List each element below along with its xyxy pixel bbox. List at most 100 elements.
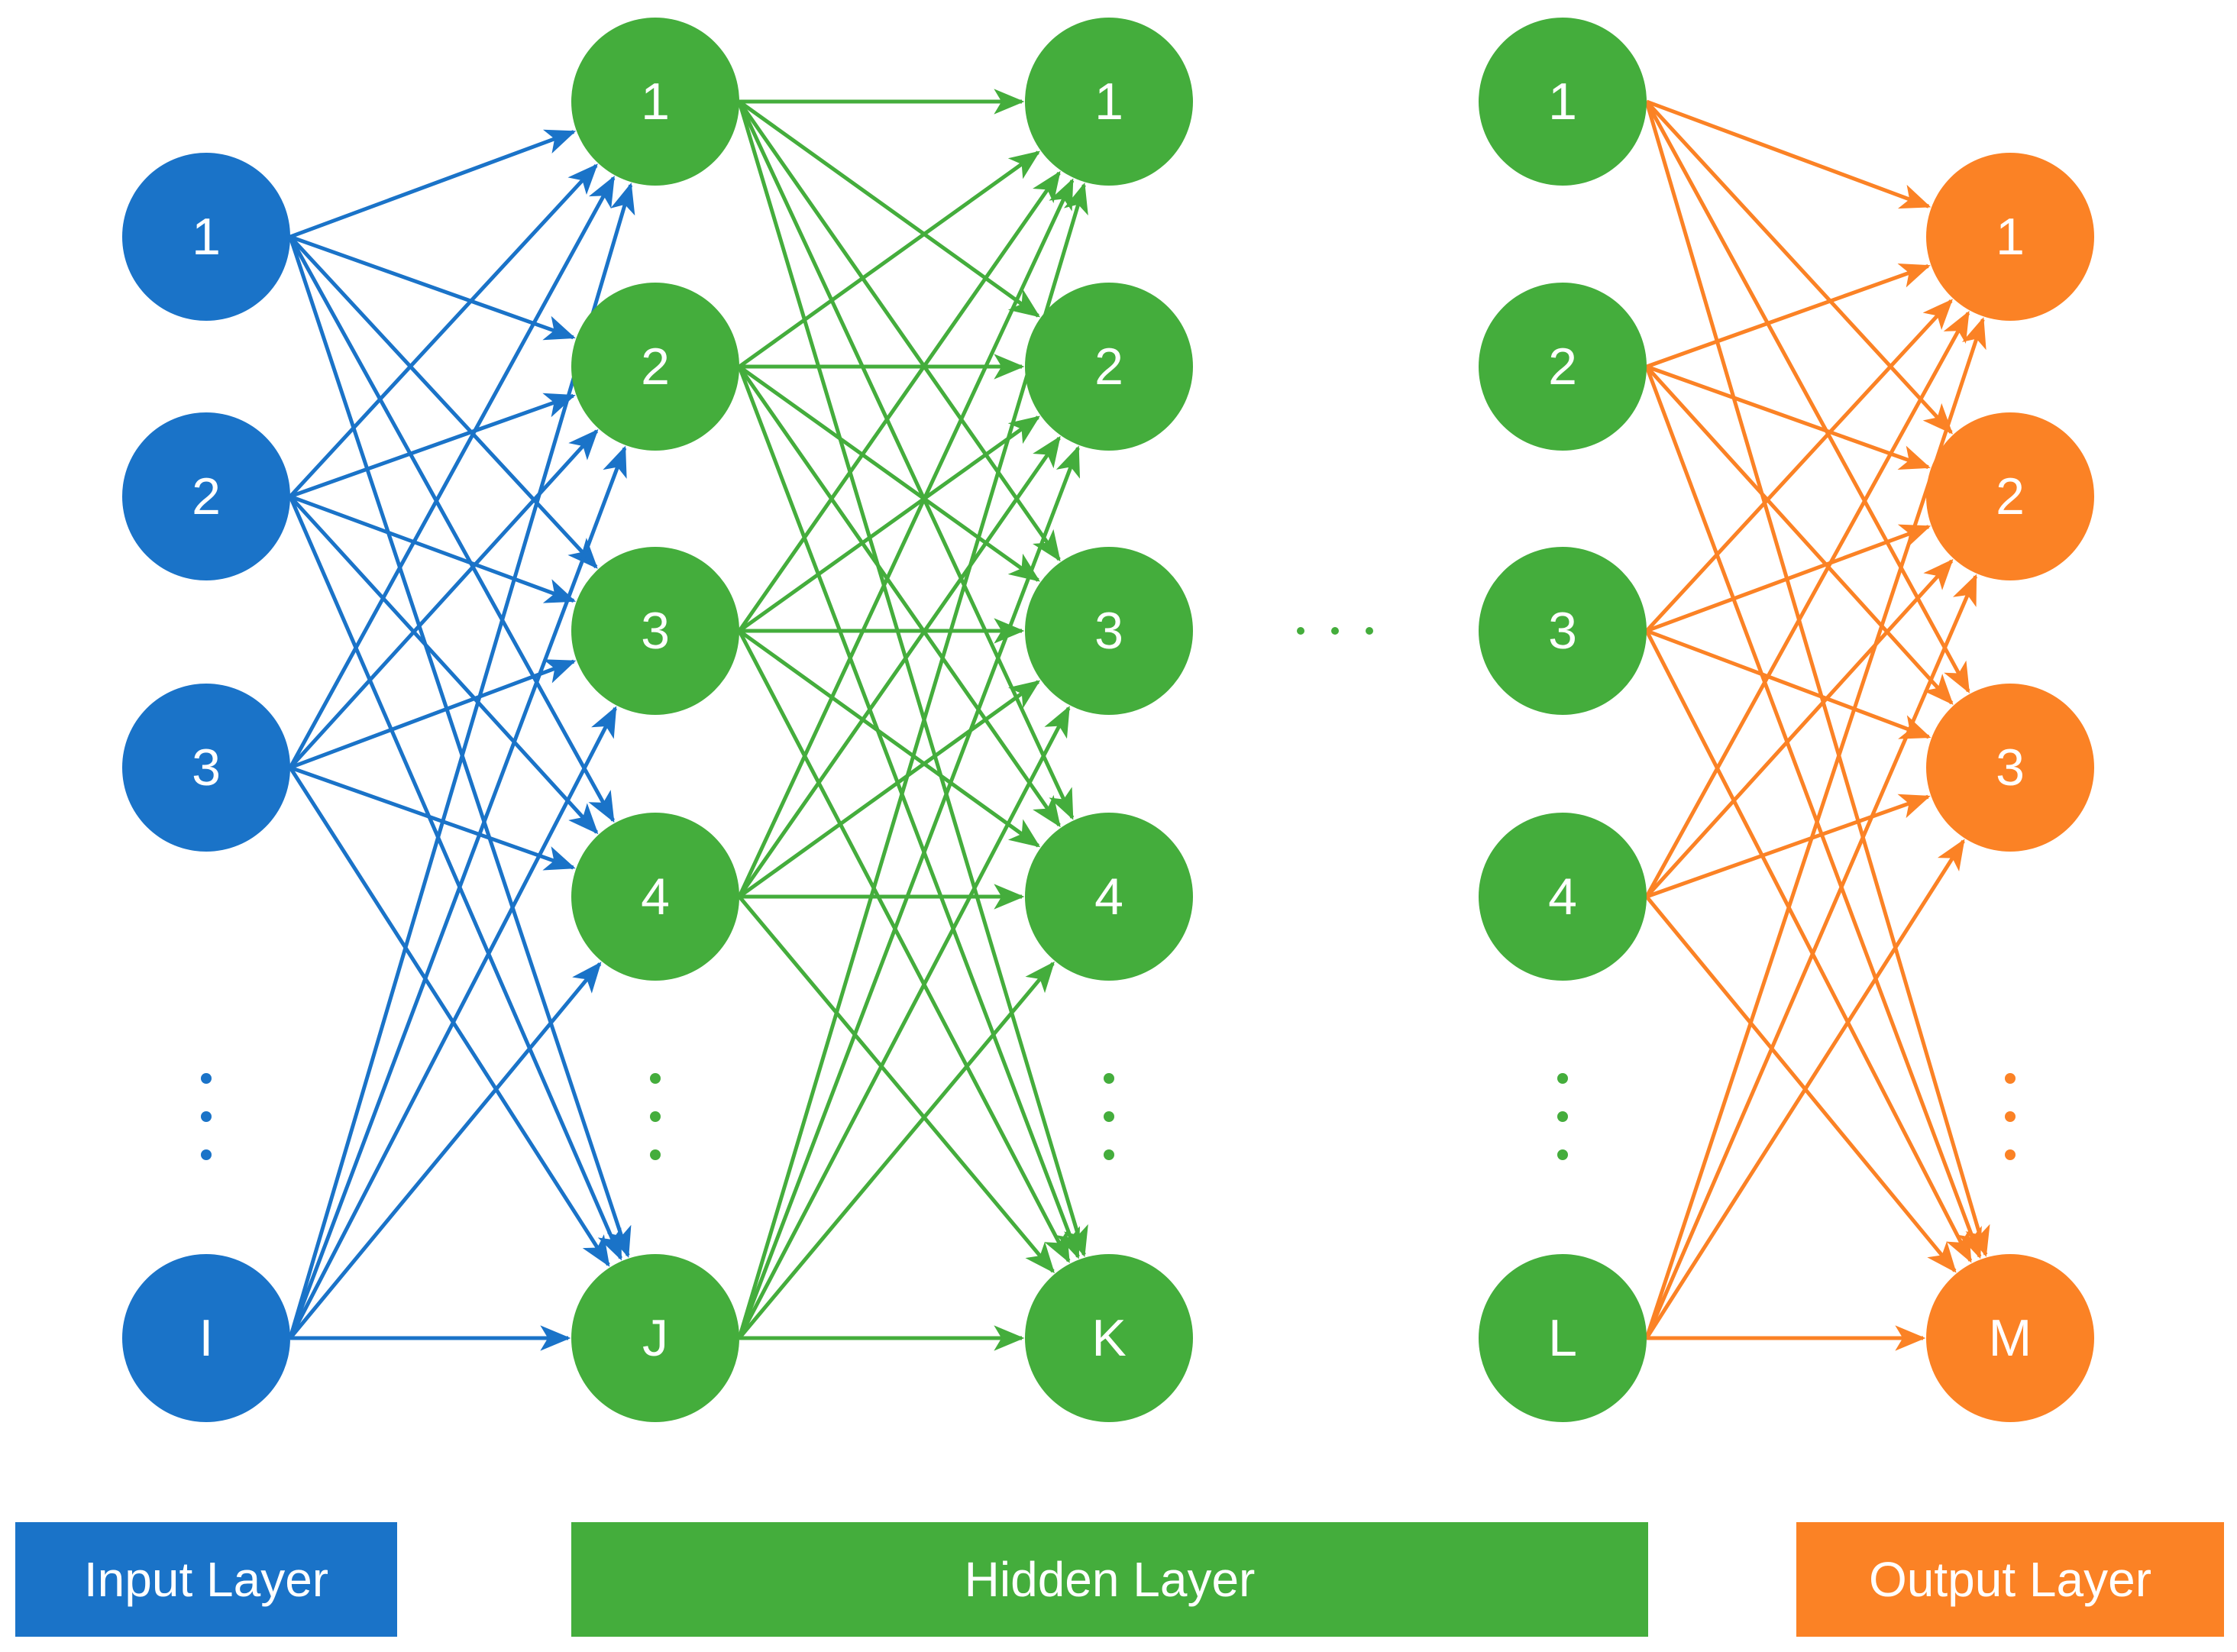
- node-circle: [122, 153, 290, 321]
- node-input: 3: [122, 684, 290, 852]
- connection-edge: [737, 629, 1071, 1263]
- node-circle: [1025, 813, 1193, 981]
- node-input: 2: [122, 412, 290, 580]
- node-label: 4: [1094, 868, 1123, 926]
- node-label: 4: [641, 868, 670, 926]
- node-circle: [571, 283, 739, 451]
- vertical-ellipsis-dot: [1104, 1073, 1114, 1084]
- connection-edge: [1644, 366, 1982, 1259]
- legend-hidden-label: Hidden Layer: [964, 1552, 1256, 1607]
- node-hidden-2: 4: [1025, 813, 1193, 981]
- connection-edge: [1644, 101, 1990, 1257]
- connection-edge: [738, 99, 1041, 318]
- node-hidden-1: 1: [571, 18, 739, 186]
- node-hidden-2: 2: [1025, 283, 1193, 451]
- vertical-ellipsis-dot: [650, 1073, 661, 1084]
- node-hidden-1: 2: [571, 283, 739, 451]
- node-label: 2: [1094, 338, 1123, 396]
- connection-edge: [737, 445, 1080, 1339]
- vertical-ellipsis-dot: [201, 1073, 212, 1084]
- connection-edge: [288, 706, 617, 1340]
- connection-edge: [1646, 629, 1932, 739]
- connection-edge: [1646, 794, 1931, 899]
- connection-edge: [289, 129, 577, 239]
- node-label: 3: [1094, 602, 1123, 660]
- node-label: 2: [192, 467, 221, 525]
- connection-edge: [1646, 99, 1932, 209]
- connection-edge: [1645, 558, 1954, 898]
- connection-edge: [1644, 310, 1970, 898]
- node-circle: [571, 813, 739, 981]
- node-circle: [571, 1254, 739, 1422]
- vertical-ellipsis-dot: [1557, 1073, 1568, 1084]
- vertical-ellipsis-dot: [1104, 1149, 1114, 1160]
- node-label: J: [642, 1309, 668, 1367]
- connection-edge: [289, 494, 577, 603]
- node-circle: [1926, 153, 2094, 321]
- node-hidden-last: 3: [1479, 547, 1647, 715]
- legend-output-label: Output Layer: [1869, 1552, 2151, 1607]
- connection-edge: [738, 895, 1055, 1274]
- node-output: 1: [1926, 153, 2094, 321]
- node-label: 2: [641, 338, 670, 396]
- connection-edge: [1646, 524, 1932, 633]
- node-circle: [1479, 18, 1647, 186]
- connection-edge: [1645, 365, 1954, 706]
- horizontal-ellipsis-dot: [1297, 627, 1304, 635]
- connection-edge: [289, 393, 576, 499]
- connection-edge: [737, 366, 1080, 1259]
- connection-edge: [288, 445, 627, 1339]
- connection-edge: [1645, 299, 1953, 632]
- node-label: 3: [641, 602, 670, 660]
- node-circle: [1926, 684, 2094, 852]
- node-circle: [122, 1254, 290, 1422]
- connection-edge: [288, 235, 616, 823]
- horizontal-ellipsis-dot: [1331, 627, 1339, 635]
- node-label: 2: [1548, 338, 1577, 396]
- connection-edge: [289, 659, 577, 770]
- connection-edge: [288, 176, 616, 769]
- vertical-ellipsis-dot: [1557, 1149, 1568, 1160]
- connection-edge: [737, 178, 1075, 898]
- node-label: M: [1989, 1309, 2032, 1367]
- node-label: 1: [641, 73, 670, 131]
- connection-edge: [738, 961, 1055, 1340]
- connection-edge: [737, 435, 1061, 898]
- connection-edge: [289, 235, 598, 569]
- connection-edge: [737, 101, 1088, 1257]
- node-hidden-last: 4: [1479, 813, 1647, 981]
- ellipsis-group: [201, 627, 2016, 1160]
- connection-edge: [1645, 895, 1957, 1273]
- node-hidden-1: 4: [571, 813, 739, 981]
- node-output: M: [1926, 1254, 2094, 1422]
- node-label: L: [1548, 1309, 1577, 1367]
- horizontal-ellipsis-dot: [1366, 627, 1373, 635]
- connection-edge: [289, 495, 599, 835]
- vertical-ellipsis-dot: [650, 1111, 661, 1122]
- node-circle: [1479, 283, 1647, 451]
- node-label: 1: [1094, 73, 1123, 131]
- node-hidden-last: 2: [1479, 283, 1647, 451]
- node-hidden-2: K: [1025, 1254, 1193, 1422]
- connection-edge: [288, 496, 622, 1261]
- vertical-ellipsis-dot: [2005, 1149, 2016, 1160]
- connection-edge: [289, 962, 602, 1340]
- node-circle: [1479, 1254, 1647, 1422]
- node-label: I: [199, 1309, 214, 1367]
- node-circle: [1479, 547, 1647, 715]
- node-circle: [1926, 1254, 2094, 1422]
- legend-hidden-layer: Hidden Layer: [571, 1522, 1648, 1637]
- connections-group: [288, 89, 1990, 1351]
- connection-edge: [738, 629, 1041, 848]
- connection-edge: [737, 100, 1061, 562]
- node-circle: [1025, 1254, 1193, 1422]
- node-label: 1: [1548, 73, 1577, 131]
- node-label: 3: [1996, 739, 2025, 797]
- vertical-ellipsis-dot: [1104, 1111, 1114, 1122]
- connection-edge: [737, 100, 1075, 820]
- legend-input-layer: Input Layer: [15, 1522, 397, 1637]
- connection-edge: [289, 163, 598, 498]
- node-hidden-last: L: [1479, 1254, 1647, 1422]
